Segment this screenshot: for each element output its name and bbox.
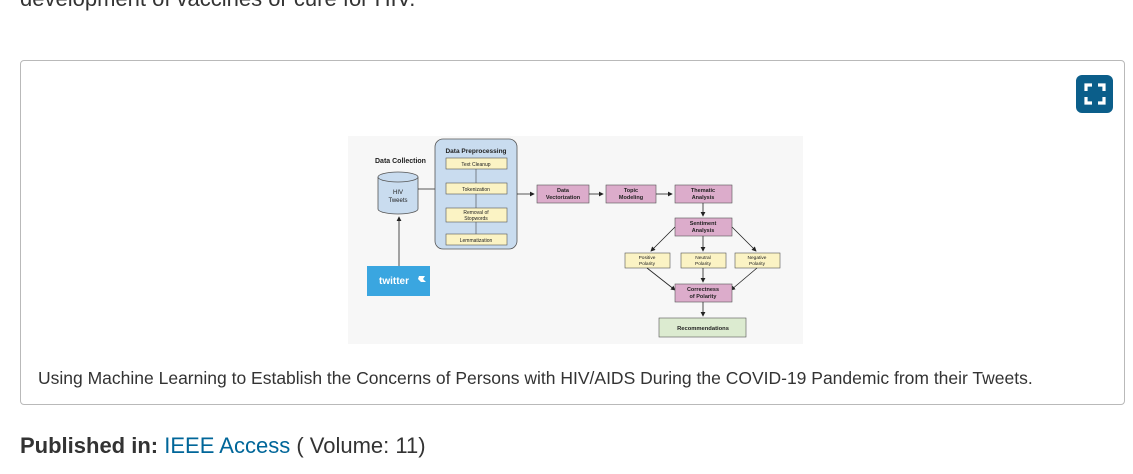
fullscreen-icon xyxy=(1083,83,1106,105)
correctness-of-polarity-box xyxy=(674,283,733,303)
intro-text: development of vaccines or cure for HIV. xyxy=(20,0,415,12)
recommendations-label: Recommendations xyxy=(677,326,729,332)
negative-polarity-box xyxy=(734,252,781,269)
neutral-label-2: Polarity xyxy=(695,261,712,267)
recommendations-box xyxy=(658,317,747,338)
thematic-analysis-box xyxy=(674,184,733,204)
hiv-tweets-database: HIV Tweets xyxy=(377,171,419,215)
positive-label-1: Positive xyxy=(639,255,656,261)
tweets-label: Tweets xyxy=(388,198,407,204)
figure-diagram[interactable]: Data Collection HIV Tweets twitter Data … xyxy=(348,136,803,344)
twitter-logo: twitter xyxy=(367,266,430,296)
expand-figure-button[interactable] xyxy=(1076,75,1113,113)
sentiment-label-1: Sentiment xyxy=(690,221,717,227)
negative-label-2: Polarity xyxy=(749,261,766,267)
sentiment-label-2: Analysis xyxy=(692,228,715,234)
topic-label-1: Topic xyxy=(624,188,638,194)
neutral-polarity-box xyxy=(680,252,727,269)
vectorization-label-1: Data xyxy=(557,188,570,194)
step-text-cleanup: Text Cleanup xyxy=(461,162,490,168)
data-collection-label: Data Collection xyxy=(375,158,426,165)
topic-label-2: Modeling xyxy=(619,195,643,201)
positive-label-2: Polarity xyxy=(639,261,656,267)
published-in: Published in: IEEE Access ( Volume: 11) xyxy=(20,433,426,459)
volume-text: ( Volume: 11) xyxy=(296,433,426,458)
step-tokenization: Tokenization xyxy=(462,187,490,193)
thematic-label-1: Thematic xyxy=(691,188,715,194)
thematic-label-2: Analysis xyxy=(692,195,715,201)
correctness-label-2: of Polarity xyxy=(690,294,718,300)
twitter-label: twitter xyxy=(379,276,409,287)
step-lemmatization: Lemmatization xyxy=(460,238,493,244)
vectorization-label-2: Vectorization xyxy=(546,195,581,201)
neutral-label-1: Neutral xyxy=(695,255,710,261)
workflow-diagram: Data Collection HIV Tweets twitter Data … xyxy=(367,138,781,338)
step-stopwords: Stopwords xyxy=(464,216,488,222)
figure-card: Data Collection HIV Tweets twitter Data … xyxy=(20,60,1125,405)
figure-caption: Using Machine Learning to Establish the … xyxy=(38,368,1033,388)
journal-link[interactable]: IEEE Access xyxy=(164,433,291,458)
published-label: Published in: xyxy=(20,433,159,458)
preprocessing-title: Data Preprocessing xyxy=(445,148,506,155)
step-removal: Removal of xyxy=(463,210,489,216)
hiv-label: HIV xyxy=(393,190,403,196)
negative-label-1: Negative xyxy=(748,255,767,261)
correctness-label-1: Correctness xyxy=(687,287,719,293)
